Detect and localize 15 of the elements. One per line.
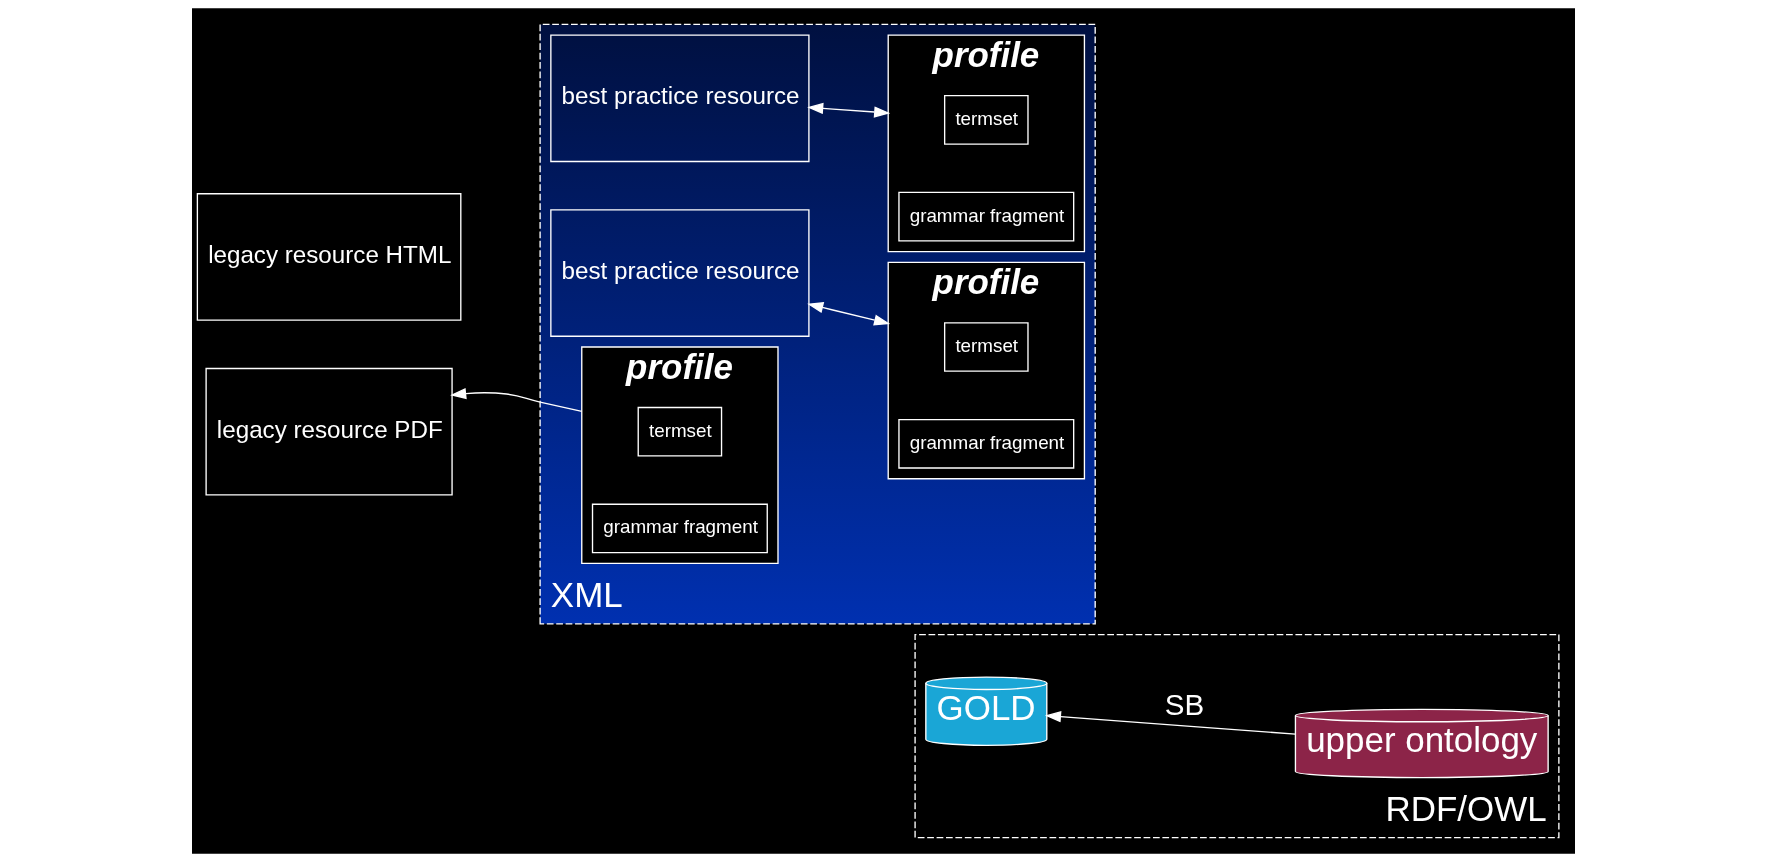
- node-box: grammar fragment: [591, 503, 768, 554]
- node-box: termset: [637, 406, 723, 457]
- node-box: legacy resource HTML: [196, 193, 462, 321]
- arrow: [807, 102, 891, 118]
- node-box: best practice resource: [550, 209, 810, 337]
- node-box: termset: [944, 95, 1029, 145]
- node-box: legacy resource PDF: [205, 367, 453, 496]
- node-box: grammar fragment: [898, 191, 1075, 242]
- node-box: termset: [944, 322, 1029, 372]
- node-box: grammar fragment: [898, 418, 1075, 469]
- arrow: [450, 387, 583, 412]
- arrow: [1044, 711, 1297, 735]
- arrow: [807, 302, 891, 326]
- edge-label: SB: [1164, 687, 1205, 721]
- node-box: best practice resource: [550, 34, 810, 163]
